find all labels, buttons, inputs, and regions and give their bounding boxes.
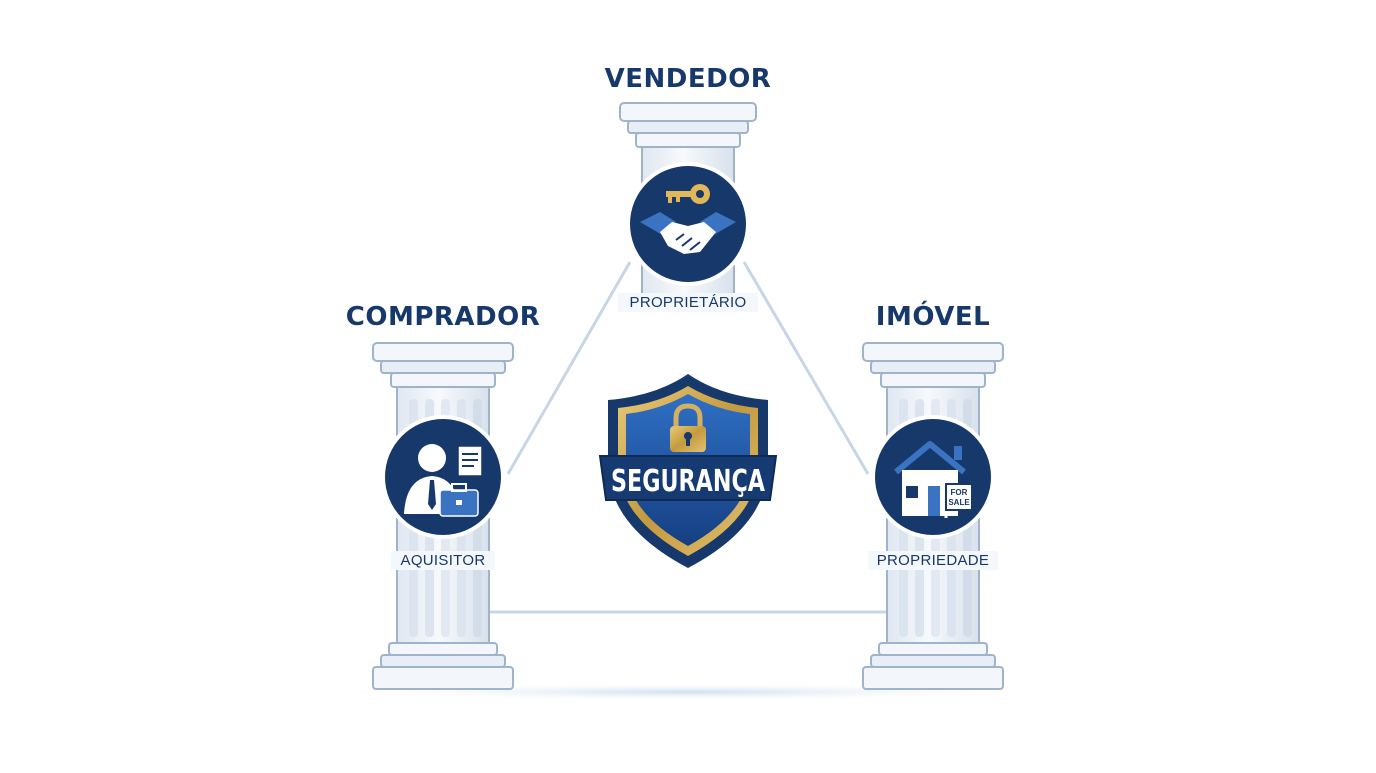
buyer-briefcase-icon xyxy=(381,415,505,539)
connector-lines xyxy=(490,261,886,614)
pillar-imovel-title: IMÓVEL xyxy=(875,302,991,332)
for-sale-text-2: SALE xyxy=(948,498,970,507)
center-label: SEGURANÇA xyxy=(611,464,766,499)
pillar-comprador-subtitle: AQUISITOR xyxy=(391,551,495,570)
pillar-imovel-subtitle: PROPRIEDADE xyxy=(868,551,998,570)
house-for-sale-icon: FOR SALE xyxy=(871,415,995,539)
pillar-comprador-title: COMPRADOR xyxy=(345,302,541,332)
for-sale-text-1: FOR xyxy=(951,488,968,497)
handshake-key-icon xyxy=(626,162,750,286)
pillar-vendedor-subtitle: PROPRIETÁRIO xyxy=(618,293,758,312)
shield-lock-icon: SEGURANÇA xyxy=(598,374,778,568)
pillar-vendedor-title: VENDEDOR xyxy=(604,64,772,94)
